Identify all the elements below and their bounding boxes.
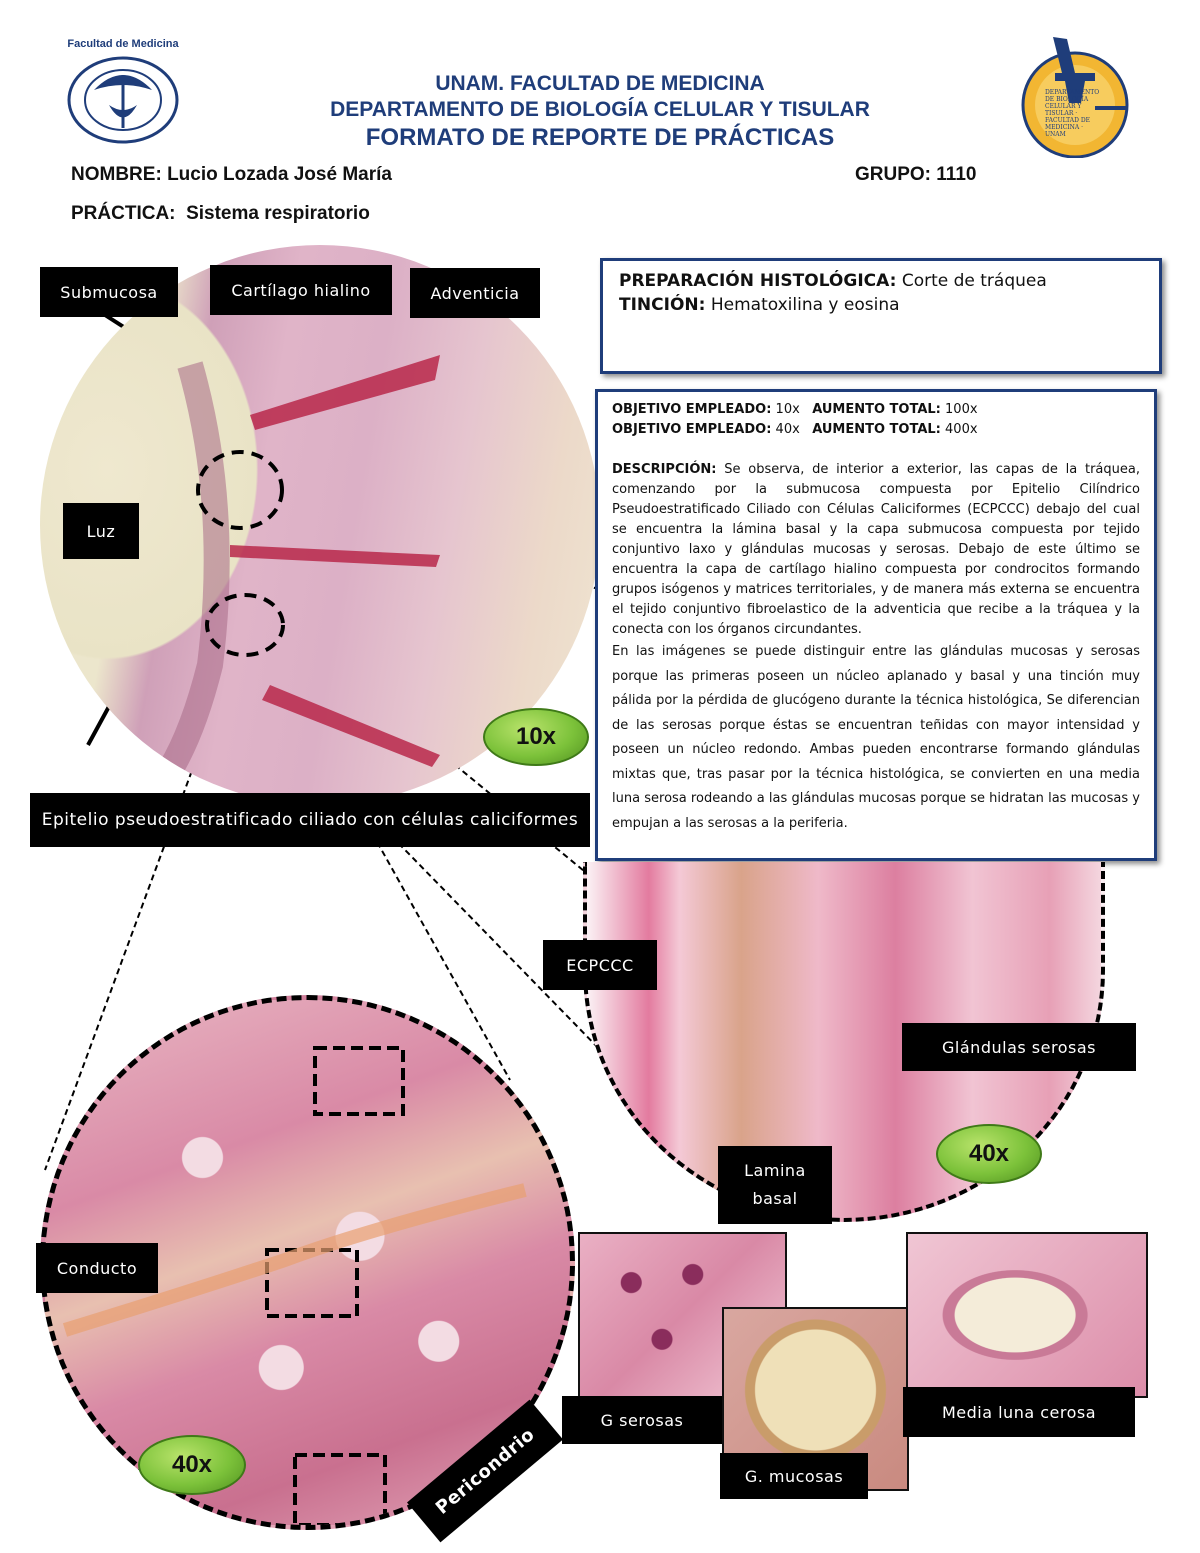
objective-value-2: 40x [775, 422, 800, 437]
objective-row-2: OBJETIVO EMPLEADO: 40x AUMENTO TOTAL: 40… [612, 420, 1140, 440]
description-paragraph-2: En las imágenes se puede distinguir entr… [612, 644, 1140, 831]
group-value: 1110 [936, 164, 977, 185]
prep-label: PREPARACIÓN HISTOLÓGICA: [619, 271, 897, 291]
label-ecpccc: ECPCCC [543, 940, 657, 990]
practice-label: PRÁCTICA: [71, 203, 176, 224]
magnification-badge-10x: 10x [483, 708, 589, 766]
stain-value: Hematoxilina y eosina [710, 295, 900, 315]
practice-value: Sistema respiratorio [186, 203, 370, 224]
description-text-1: Se observa, de interior a exterior, las … [612, 462, 1140, 637]
label-lamina-basal: Lamina basal [718, 1146, 832, 1224]
practice-field: PRÁCTICA: Sistema respiratorio [71, 203, 370, 225]
stain-label: TINCIÓN: [619, 295, 706, 315]
unam-logo-text: Facultad de Medicina [67, 38, 179, 50]
header-department: DEPARTAMENTO DE BIOLOGÍA CELULAR Y TISUL… [330, 98, 870, 121]
label-cartilago-hialino: Cartílago hialino [210, 265, 392, 315]
label-g-mucosas: G. mucosas [720, 1453, 868, 1499]
label-submucosa: Submucosa [40, 267, 178, 317]
description-paragraph-1: DESCRIPCIÓN: Se observa, de interior a e… [612, 460, 1140, 640]
description-label: DESCRIPCIÓN: [612, 462, 717, 477]
serous-demilune-thumbnail [906, 1232, 1148, 1398]
total-value-2: 400x [945, 422, 978, 437]
header-institution: UNAM. FACULTAD DE MEDICINA [435, 72, 765, 95]
preparation-box: PREPARACIÓN HISTOLÓGICA: Corte de tráque… [600, 258, 1162, 374]
description-box: OBJETIVO EMPLEADO: 10x AUMENTO TOTAL: 10… [595, 389, 1157, 861]
name-value: Lucio Lozada José María [167, 164, 392, 185]
label-conducto: Conducto [36, 1243, 158, 1293]
label-glandulas-serosas: Glándulas serosas [902, 1023, 1136, 1071]
unam-logo: Facultad de Medicina [64, 38, 182, 150]
objective-label-1: OBJETIVO EMPLEADO: [612, 402, 772, 417]
magnification-badge-40x-right: 40x [936, 1124, 1042, 1184]
name-label: NOMBRE: [71, 164, 162, 185]
cartilage-plates-graphic [149, 355, 440, 793]
objective-label-2: OBJETIVO EMPLEADO: [612, 422, 772, 437]
total-label-1: AUMENTO TOTAL: [812, 402, 941, 417]
prep-value: Corte de tráquea [901, 271, 1047, 291]
department-logo-text: DEPARTAMENTO DE BIOLOGÍA CELULAR Y TISUL… [1045, 89, 1100, 138]
microscope-seal-icon [1021, 37, 1129, 159]
total-value-1: 100x [945, 402, 978, 417]
gland-selection-boxes [62, 1046, 527, 1525]
label-lamina-basal-line1: Lamina [744, 1161, 806, 1180]
name-field: NOMBRE: Lucio Lozada José María [71, 164, 392, 186]
unam-seal-icon [67, 56, 179, 144]
department-logo: DEPARTAMENTO DE BIOLOGÍA CELULAR Y TISUL… [1015, 33, 1135, 159]
magnification-badge-40x-bottom: 40x [138, 1435, 246, 1495]
group-field: GRUPO: 1110 [855, 164, 976, 186]
group-label: GRUPO: [855, 164, 931, 185]
label-epitelio: Epitelio pseudoestratificado ciliado con… [30, 793, 590, 847]
label-lamina-basal-line2: basal [752, 1189, 798, 1208]
label-luz: Luz [63, 503, 139, 559]
total-label-2: AUMENTO TOTAL: [812, 422, 941, 437]
label-g-serosas: G serosas [562, 1396, 722, 1444]
label-adventicia: Adventicia [410, 268, 540, 318]
objective-row-1: OBJETIVO EMPLEADO: 10x AUMENTO TOTAL: 10… [612, 400, 1140, 420]
label-media-luna-cerosa: Media luna cerosa [903, 1387, 1135, 1437]
header-form-title: FORMATO DE REPORTE DE PRÁCTICAS [365, 124, 835, 151]
objective-value-1: 10x [775, 402, 800, 417]
